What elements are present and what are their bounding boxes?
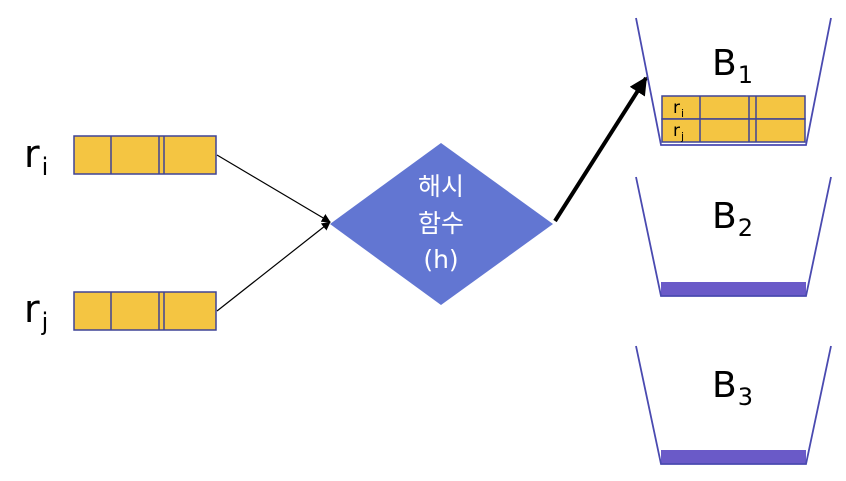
record-rj-label: rj [24, 287, 48, 336]
bucket-b2-floor [661, 282, 806, 296]
entry-box [661, 118, 806, 143]
record-rj-box [73, 291, 217, 331]
entry-label: rj [673, 121, 684, 143]
entry-label: ri [673, 98, 684, 120]
record-ri-box [73, 135, 217, 175]
bucket-b2-label: B2 [712, 196, 753, 242]
bucket-b3-floor [661, 450, 806, 464]
bucket-b1-label: B1 [712, 43, 753, 89]
bucket-b1-entry: rj [661, 118, 806, 143]
bucket-b3: B3 [635, 345, 832, 465]
hash-label-line3: (h) [423, 245, 458, 274]
record-rj: rj [24, 287, 217, 336]
bucket-b3-outline [635, 345, 832, 465]
bucket-b1: B1 ri rj [635, 17, 832, 146]
bucket-b2-outline [635, 176, 832, 297]
hash-label-line2: 함수 [418, 209, 464, 238]
bucket-b1-outline [635, 17, 832, 146]
hash-label-line1: 해시 [418, 172, 464, 201]
arrow-rj-to-hash [216, 221, 331, 312]
bucket-b2: B2 [635, 176, 832, 297]
arrow-hash-to-b1 [553, 76, 648, 223]
bucket-b1-entry: ri [661, 95, 806, 120]
bucket-b3-label: B3 [712, 365, 753, 411]
hash-function: 해시 함수 (h) [330, 143, 553, 305]
record-ri: ri [24, 132, 217, 181]
record-ri-label: ri [24, 132, 48, 181]
hash-diamond [330, 143, 553, 305]
arrow-ri-to-hash [216, 154, 331, 223]
